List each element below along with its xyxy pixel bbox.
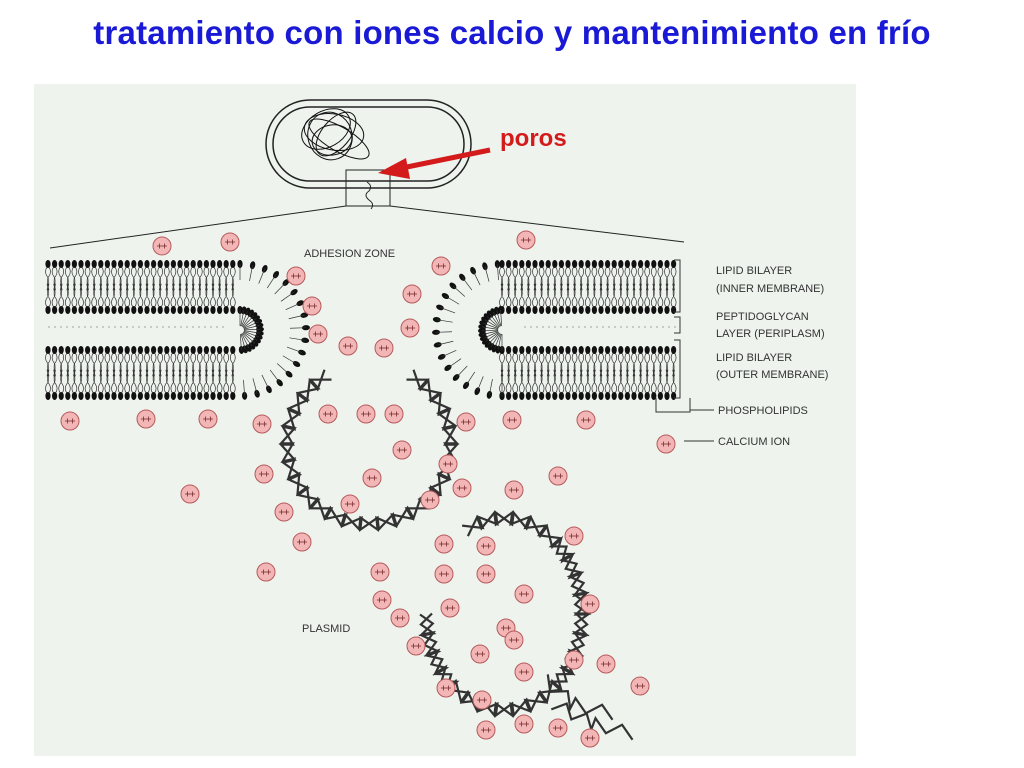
calcium-ion [292,532,312,552]
phospholipid-row [45,283,236,314]
calcium-ion [431,256,451,276]
calcium-ion [254,464,274,484]
calcium-ion [384,404,404,424]
calcium-ion [198,409,218,429]
calcium-ion [476,536,496,556]
phospholipid-row [45,369,236,400]
calcium-ion [302,296,322,316]
phospholipid-row [45,346,236,377]
calcium-ion [470,644,490,664]
calcium-ion [374,338,394,358]
calcium-ion [252,414,272,434]
phospholipids-label: PHOSPHOLIPIDS [718,405,808,417]
calcium-ion [220,232,240,252]
layer-brackets [655,259,714,442]
calcium-ion [476,720,496,740]
inner-membrane-label-1: LIPID BILAYER [716,265,792,277]
calcium-ion [340,494,360,514]
calcium-ion [580,728,600,748]
calcium-ion [286,266,306,286]
calcium-ion [516,230,536,250]
inner-membrane-label-2: (INNER MEMBRANE) [716,283,824,295]
membrane-diagram: poros ADHESION ZONE LIPID BILAYER (INNER… [34,84,856,756]
calcium-ion [370,562,390,582]
plasmid-strand-b [278,369,460,532]
calcium-ion [456,412,476,432]
calcium-ion [502,410,522,430]
calcium-ion [656,434,676,454]
poros-label: poros [500,125,567,152]
calcium-ion [420,490,440,510]
calcium-ion [564,650,584,670]
calcium-ion [434,564,454,584]
calcium-ion [514,662,534,682]
phospholipid-row [499,369,677,400]
calcium-ion [136,409,156,429]
calcium-ion [60,411,80,431]
calcium-ion [274,502,294,522]
calcium-ion [548,466,568,486]
calcium-ion [392,440,412,460]
poros-arrow-icon [378,147,491,179]
calcium-ion [402,284,422,304]
calcium-ion [362,468,382,488]
calcium-ion [504,480,524,500]
calcium-ion [576,410,596,430]
calcium-ion [472,690,492,710]
phospholipid-row [499,346,677,377]
calcium-ion [440,598,460,618]
slide-title: tratamiento con iones calcio y mantenimi… [93,14,931,51]
membrane-curve [237,306,264,354]
calcium-ion [630,676,650,696]
calcium-ion [514,584,534,604]
calcium-ion [390,608,410,628]
outer-membrane-label-2: (OUTER MEMBRANE) [716,369,828,381]
calcium-ion [548,718,568,738]
adhesion-zone-label: ADHESION ZONE [304,248,395,260]
calcium-ion [596,654,616,674]
calcium-ion [436,678,456,698]
calcium-ion [406,636,426,656]
calcium-ion [452,478,472,498]
bacterium-cell [265,99,472,189]
calcium-ion [372,590,392,610]
calcium-ion [308,324,328,344]
outer-membrane-label-1: LIPID BILAYER [716,352,792,364]
plasmid-strand-f [546,674,614,721]
plasmid-label: PLASMID [302,623,350,635]
calcium-ion [476,564,496,584]
calcium-ion [338,336,358,356]
membrane-layers [45,260,680,400]
calcium-ion [434,534,454,554]
calcium-ion [504,630,524,650]
nucleoid-tangle [301,108,370,161]
phospholipid-row [499,260,677,291]
calcium-ion [180,484,200,504]
calcium-ion [580,594,600,614]
calcium-ion [356,404,376,424]
calcium-ion [400,318,420,338]
membrane-curve [432,260,505,400]
membrane-curve [237,260,310,400]
calcium-ion [514,714,534,734]
zoom-indicator [49,169,685,249]
calcium-ion [564,526,584,546]
calcium-ion [152,236,172,256]
peptidoglycan-label-2: LAYER (PERIPLASM) [716,328,825,340]
calcium-ion [256,562,276,582]
phospholipid-row [45,260,236,291]
phospholipid-row [499,283,677,314]
calcium-ion [438,454,458,474]
calcium-ions [60,230,676,748]
calcium-ion [318,404,338,424]
calcium-ion-label: CALCIUM ION [718,436,790,448]
peptidoglycan-label-1: PEPTIDOGLYCAN [716,311,809,323]
membrane-curve [478,306,505,354]
